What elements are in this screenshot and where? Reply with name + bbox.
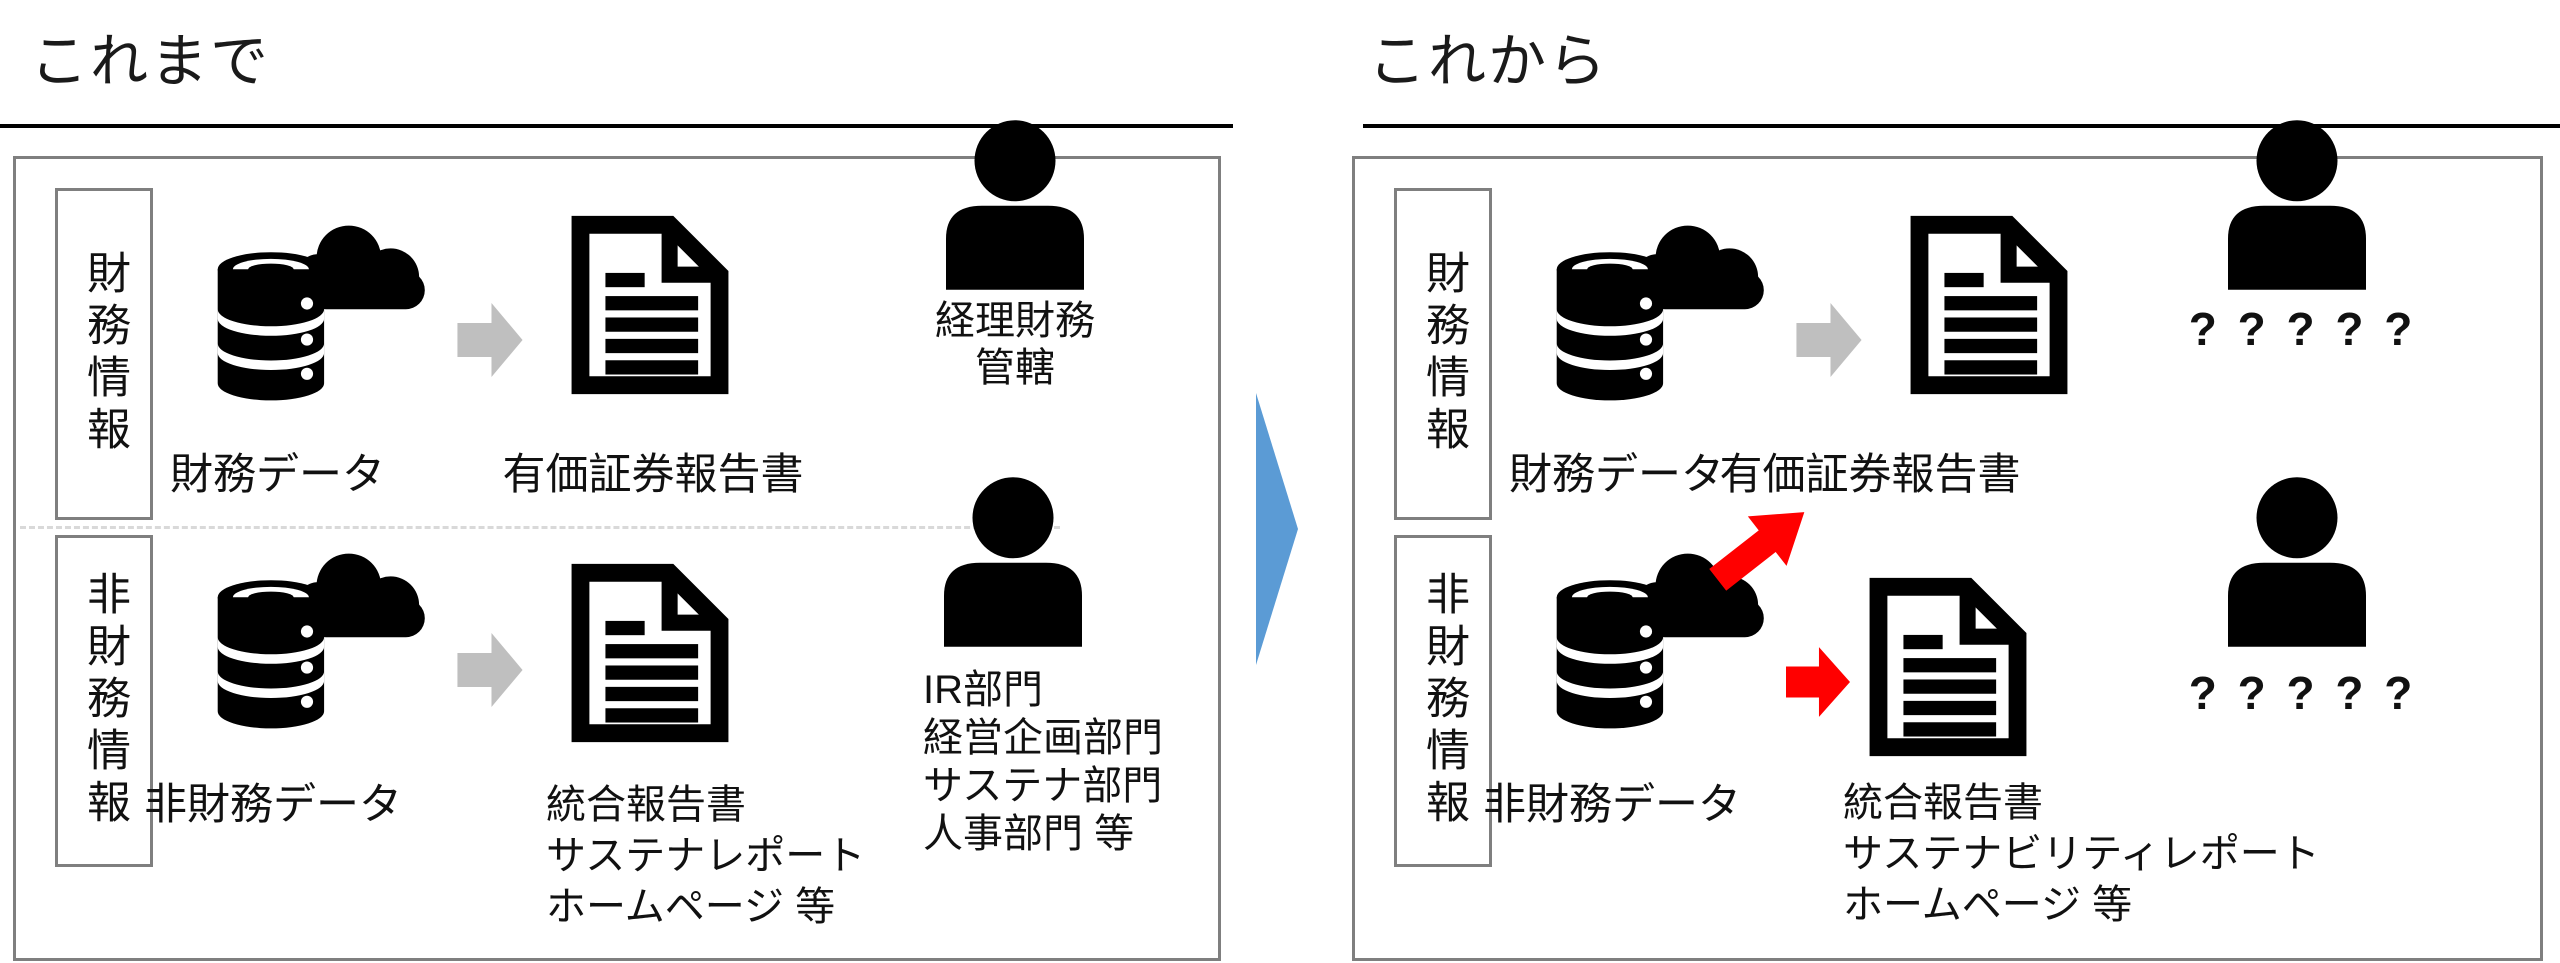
person-icon	[938, 477, 1088, 650]
row-divider-dashed	[20, 526, 1060, 529]
owner-line: 経理財務	[935, 299, 1095, 343]
database-cloud-icon	[212, 218, 440, 408]
left-financial-owner-label: 経理財務 管轄	[900, 298, 1130, 392]
right-nonfinancial-output-list: 統合報告書 サステナビリティレポート ホームページ 等	[1843, 778, 2320, 931]
report-document-icon	[568, 212, 732, 398]
right-financial-category-label: 財務情報	[1419, 250, 1468, 458]
right-financial-owner-unknown-label: ? ? ? ? ?	[2188, 303, 2417, 355]
new-flow-arrow-up-icon	[1695, 484, 1826, 608]
database-cloud-icon	[1551, 546, 1779, 736]
left-nonfinancial-output-list: 統合報告書 サステナレポート ホームページ 等	[546, 780, 865, 933]
right-panel-title: これから	[1368, 29, 1609, 94]
database-cloud-icon	[212, 546, 440, 736]
output-line: 統合報告書	[1843, 781, 2043, 825]
owner-line: 管轄	[975, 346, 1055, 390]
person-icon	[940, 120, 1090, 293]
left-panel-box	[13, 156, 1221, 961]
right-financial-data-label: 財務データ	[1509, 451, 1724, 499]
output-line: サステナビリティレポート	[1843, 832, 2320, 876]
owner-line: 経営企画部門	[923, 716, 1163, 760]
person-icon	[2222, 120, 2372, 293]
owner-line: 人事部門 等	[923, 812, 1135, 856]
flow-arrow-icon	[457, 303, 523, 377]
new-flow-arrow-right-icon	[1786, 646, 1850, 718]
output-line: ホームページ 等	[1843, 883, 2133, 927]
left-panel-title: これまで	[30, 29, 271, 94]
owner-line: サステナ部門	[923, 764, 1163, 808]
left-financial-category-box: 財務情報	[55, 188, 153, 520]
left-title-underline	[0, 124, 1233, 128]
right-nonfinancial-owner-unknown-label: ? ? ? ? ?	[2188, 667, 2417, 719]
left-financial-data-label: 財務データ	[170, 451, 385, 499]
left-nonfinancial-owner-list: IR部門 経営企画部門 サステナ部門 人事部門 等	[923, 666, 1163, 858]
right-financial-output-label: 有価証券報告書	[1719, 451, 2021, 499]
right-title-underline	[1363, 124, 2560, 128]
person-icon	[2222, 477, 2372, 650]
left-nonfinancial-category-box: 非財務情報	[55, 535, 153, 867]
right-nonfinancial-category-label: 非財務情報	[1419, 571, 1468, 831]
report-document-icon	[568, 560, 732, 746]
right-nonfinancial-category-box: 非財務情報	[1394, 535, 1492, 867]
left-financial-output-label: 有価証券報告書	[502, 451, 804, 499]
flow-arrow-icon	[1796, 303, 1862, 377]
output-line: サステナレポート	[546, 834, 866, 878]
report-document-icon	[1866, 574, 2030, 760]
left-nonfinancial-category-label: 非財務情報	[80, 571, 129, 831]
output-line: 統合報告書	[546, 783, 746, 827]
flow-arrow-icon	[457, 633, 523, 707]
left-financial-category-label: 財務情報	[80, 250, 129, 458]
right-nonfinancial-data-label: 非財務データ	[1483, 781, 1741, 829]
report-document-icon	[1907, 212, 2071, 398]
output-line: ホームページ 等	[546, 885, 836, 929]
right-panel-box	[1352, 156, 2543, 961]
owner-line: IR部門	[923, 668, 1043, 712]
database-cloud-icon	[1551, 218, 1779, 408]
transition-arrow-icon	[1256, 393, 1298, 665]
left-nonfinancial-data-label: 非財務データ	[144, 781, 402, 829]
right-financial-category-box: 財務情報	[1394, 188, 1492, 520]
